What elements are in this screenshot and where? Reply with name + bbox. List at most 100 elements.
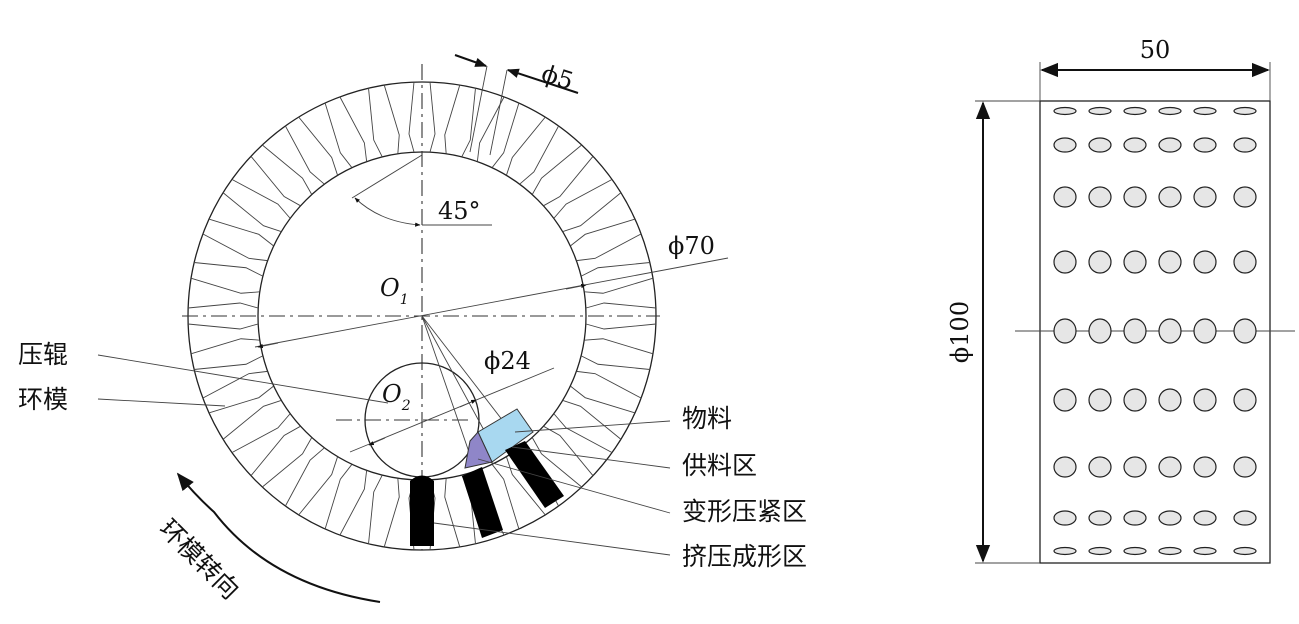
side-view-hole [1193, 137, 1217, 153]
left-leaders: 压辊 环模 [18, 340, 389, 414]
die-hole-wall [208, 218, 274, 247]
die-hole-wall [581, 262, 650, 277]
feed-zone-label: 供料区 [682, 451, 757, 480]
side-view-hole [1123, 456, 1147, 478]
side-view-hole [1053, 106, 1077, 116]
die-hole-wall [383, 478, 400, 548]
die-hole-wall [584, 277, 654, 294]
center-o2-label: O2 [382, 380, 411, 414]
side-view-hole [1088, 137, 1112, 153]
die-hole-wall [506, 116, 546, 176]
side-view-hole [1088, 318, 1112, 344]
side-view-hole [1123, 318, 1147, 344]
die-hole-wall [585, 302, 657, 309]
extruded-pellet-1 [410, 475, 434, 546]
material-leader [514, 420, 671, 433]
feed-zone-leader [511, 446, 671, 469]
die-hole-wall [408, 81, 415, 153]
die-hole-wall [261, 144, 313, 195]
die-hole-wall [190, 338, 260, 355]
inner-diameter-dimension: ϕ70 [254, 232, 729, 349]
die-hole-wall [531, 144, 583, 195]
die-hole-wall [231, 178, 291, 219]
die-hole-wall [570, 385, 636, 414]
die-hole-wall [368, 475, 383, 544]
deformation-zone-material [464, 431, 493, 469]
rotation-indicator: 环模转向 [154, 472, 381, 605]
die-hole-wall [324, 464, 353, 530]
side-view-hole [1158, 456, 1182, 478]
die-hole-wall [383, 84, 400, 154]
die-hole-wall [222, 192, 282, 232]
die-hole-wall [368, 88, 383, 157]
die-hole-wall [491, 464, 520, 530]
ring-die-label: 环模 [18, 385, 68, 414]
side-view-hole [1158, 546, 1182, 556]
die-hole-wall [187, 323, 259, 330]
side-view-hole [1053, 546, 1077, 556]
side-view-hole [1053, 137, 1077, 153]
angle-label: 45° [438, 197, 481, 225]
side-view-hole [1193, 186, 1217, 208]
side-view-hole [1053, 510, 1077, 526]
die-hole-wall [576, 233, 642, 262]
die-hole-wall [576, 370, 642, 399]
side-view-hole [1123, 137, 1147, 153]
rotation-label: 环模转向 [154, 514, 245, 605]
side-view-hole [1193, 510, 1217, 526]
die-hole-wall [519, 125, 560, 185]
angle-dimension: 45° [351, 154, 492, 227]
side-view-hole [1158, 137, 1182, 153]
side-view-hole [1123, 106, 1147, 116]
side-view-hole [1193, 456, 1217, 478]
die-hole-wall [208, 385, 274, 414]
right-leaders: 物料 供料区 变形压紧区 挤压成形区 [433, 404, 807, 571]
side-view-hole [1053, 388, 1077, 412]
material-guide-lines [421, 315, 511, 456]
side-view-hole [1158, 106, 1182, 116]
side-view-hole [1193, 546, 1217, 556]
die-hole-wall [339, 470, 368, 536]
die-hole-wall [298, 116, 338, 176]
width-label: 50 [1140, 36, 1171, 64]
side-view-hole [1233, 106, 1257, 116]
roller-diameter-label: ϕ24 [484, 347, 531, 375]
side-view-hole [1088, 456, 1112, 478]
die-hole-wall [543, 425, 594, 477]
die-hole-wall [584, 338, 654, 355]
side-view-outline [1039, 100, 1271, 564]
die-hole-wall [531, 437, 583, 488]
side-view-hole [1233, 250, 1257, 274]
die-hole-wall [570, 218, 636, 247]
die-hole-wall [585, 323, 657, 330]
side-view-hole [1233, 510, 1257, 526]
roller-diameter-dimension: ϕ24 [349, 347, 555, 453]
die-hole-wall [562, 192, 622, 232]
die-hole-wall [250, 155, 301, 207]
die-hole-wall [284, 125, 325, 185]
die-hole-wall [250, 425, 301, 477]
die-hole-wall [476, 96, 505, 162]
roller-leader [97, 354, 389, 404]
die-hole-wall [461, 88, 476, 157]
side-view-hole [1053, 456, 1077, 478]
side-view-hole [1233, 546, 1257, 556]
die-hole-wall [506, 456, 546, 516]
die-hole-wall [190, 277, 260, 294]
extruded-pellet-2 [462, 467, 503, 538]
side-view-hole [1193, 106, 1217, 116]
side-view-hole [1088, 106, 1112, 116]
side-view-hole [1233, 318, 1257, 344]
side-view-hole [1088, 510, 1112, 526]
side-view-hole [1053, 186, 1077, 208]
side-view-hole [1088, 250, 1112, 274]
side-view-hole [1233, 137, 1257, 153]
side-view-hole [1123, 388, 1147, 412]
side-view-hole [1193, 250, 1217, 274]
deform-zone-label: 变形压紧区 [682, 497, 807, 526]
side-view-hole [1158, 186, 1182, 208]
die-hole-wall [202, 233, 268, 262]
side-view-hole [1233, 388, 1257, 412]
side-view-hole [1158, 510, 1182, 526]
